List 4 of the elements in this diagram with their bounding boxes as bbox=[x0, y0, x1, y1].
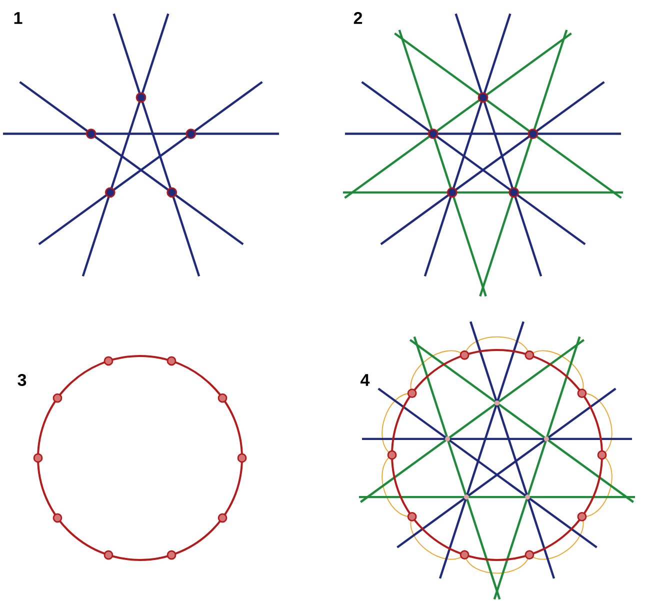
panel-number: 2 bbox=[354, 12, 362, 24]
panel-number: 1 bbox=[14, 12, 22, 24]
panel-number: 3 bbox=[18, 374, 26, 386]
panel-number: 4 bbox=[360, 374, 370, 386]
